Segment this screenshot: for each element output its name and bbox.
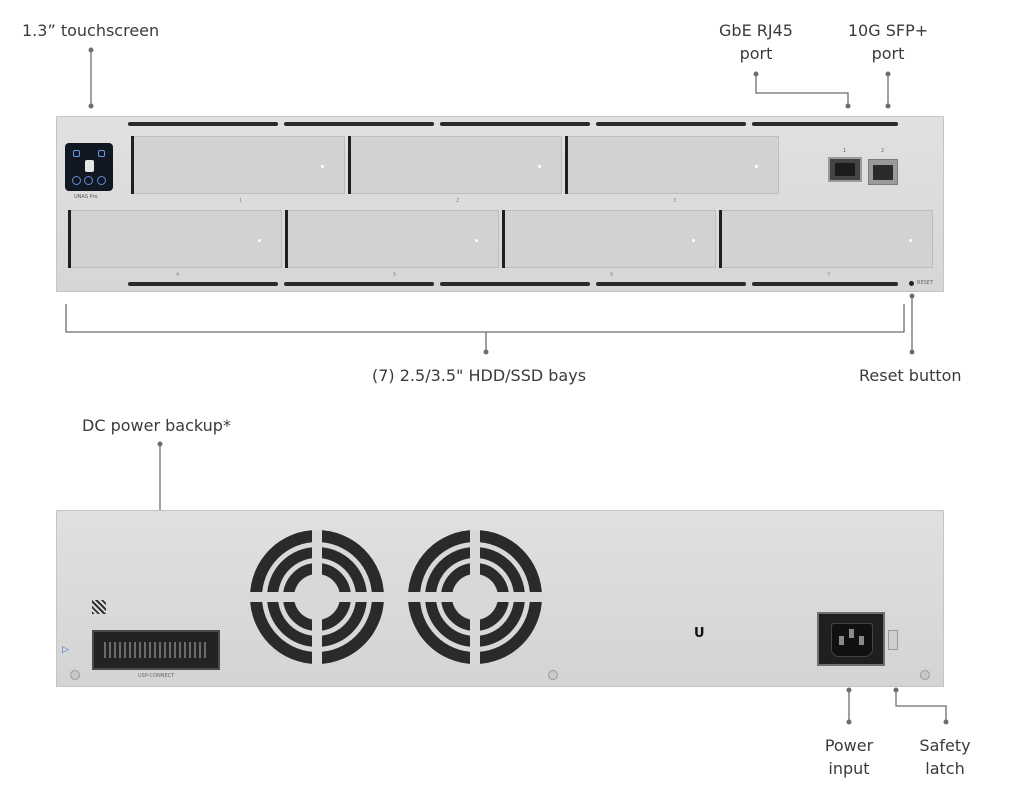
power-input-socket[interactable] (817, 612, 885, 666)
drive-bay[interactable]: 2 (348, 136, 562, 204)
power-input-label-line1: Power (824, 736, 874, 755)
screw-icon (920, 670, 930, 680)
iec-socket (831, 623, 873, 657)
sfp-arrow-icon: ▷ (62, 645, 69, 655)
drive-bay[interactable]: 4 (68, 210, 282, 278)
front-vent (128, 122, 278, 126)
drive-bay[interactable]: 3 (565, 136, 779, 204)
touchscreen[interactable] (65, 143, 113, 191)
front-vent (284, 122, 434, 126)
front-vent (596, 122, 746, 126)
reset-button[interactable] (909, 281, 914, 286)
rj45-socket (835, 163, 855, 176)
sfp-port-label-line1: 10G SFP+ (847, 21, 929, 40)
model-label: UNAS Pro (74, 194, 98, 200)
dc-connector-text: USP-CONNECT (138, 673, 175, 679)
bay-led (755, 165, 758, 168)
safety-latch-label-line2: latch (925, 759, 965, 778)
bay-number: 7 (827, 272, 831, 278)
bay-number: 3 (673, 198, 677, 204)
fan-icon (250, 530, 384, 664)
bay-number: 1 (239, 198, 243, 204)
bay-number: 6 (610, 272, 614, 278)
power-input-label: Power input (809, 734, 889, 780)
bay-led (538, 165, 541, 168)
port-number: 2 (881, 148, 885, 154)
bays-label: (7) 2.5/3.5" HDD/SSD bays (372, 366, 587, 385)
ubiquiti-logo-icon: U (694, 626, 705, 641)
front-vent (440, 122, 590, 126)
sfp-socket (873, 165, 893, 180)
front-vent (752, 282, 898, 286)
screen-icon (98, 150, 105, 157)
sfp-port-label: 10G SFP+ port (838, 19, 938, 65)
screw-icon (548, 670, 558, 680)
front-vent (596, 282, 746, 286)
bay-led (692, 239, 695, 242)
bay-number: 4 (176, 272, 180, 278)
dc-backup-label: DC power backup* (82, 416, 231, 435)
screen-center-icon (85, 160, 94, 172)
drive-bay[interactable]: 5 (285, 210, 499, 278)
bay-number: 2 (456, 198, 460, 204)
screen-icon (73, 150, 80, 157)
latch-leader (895, 690, 947, 722)
gbe-rj45-port[interactable] (828, 157, 862, 182)
fan-icon (408, 530, 542, 664)
screw-icon (70, 670, 80, 680)
gbe-port-label: GbE RJ45 port (706, 19, 806, 65)
dc-power-connector[interactable] (92, 630, 220, 670)
bay-number: 5 (393, 272, 397, 278)
touchscreen-label: 1.3” touchscreen (22, 21, 160, 40)
front-vent (284, 282, 434, 286)
screen-ring-icon (72, 176, 81, 185)
safety-latch[interactable] (888, 630, 898, 650)
drive-bay[interactable]: 7 (719, 210, 933, 278)
connector-pins (104, 642, 208, 658)
reset-text: RESET (917, 280, 934, 286)
bay-led (475, 239, 478, 242)
bay-led (909, 239, 912, 242)
front-vent (752, 122, 898, 126)
bay-led (258, 239, 261, 242)
gbe-port-label-line2: port (739, 44, 773, 63)
bays-bracket (65, 304, 905, 333)
gbe-leader (755, 74, 849, 106)
screen-ring-icon (97, 176, 106, 185)
safety-latch-label-line1: Safety (919, 736, 971, 755)
screen-ring-icon (84, 176, 93, 185)
reset-label: Reset button (859, 366, 962, 385)
drive-bay[interactable]: 1 (131, 136, 345, 204)
port-number: 1 (843, 148, 847, 154)
front-vent (128, 282, 278, 286)
power-input-label-line2: input (828, 759, 870, 778)
qr-code (92, 600, 106, 614)
gbe-port-label-line1: GbE RJ45 (719, 21, 793, 40)
sfp-port-label-line2: port (871, 44, 905, 63)
safety-latch-label: Safety latch (905, 734, 985, 780)
front-vent (440, 282, 590, 286)
drive-bay[interactable]: 6 (502, 210, 716, 278)
sfp-port[interactable] (868, 159, 898, 185)
bay-led (321, 165, 324, 168)
